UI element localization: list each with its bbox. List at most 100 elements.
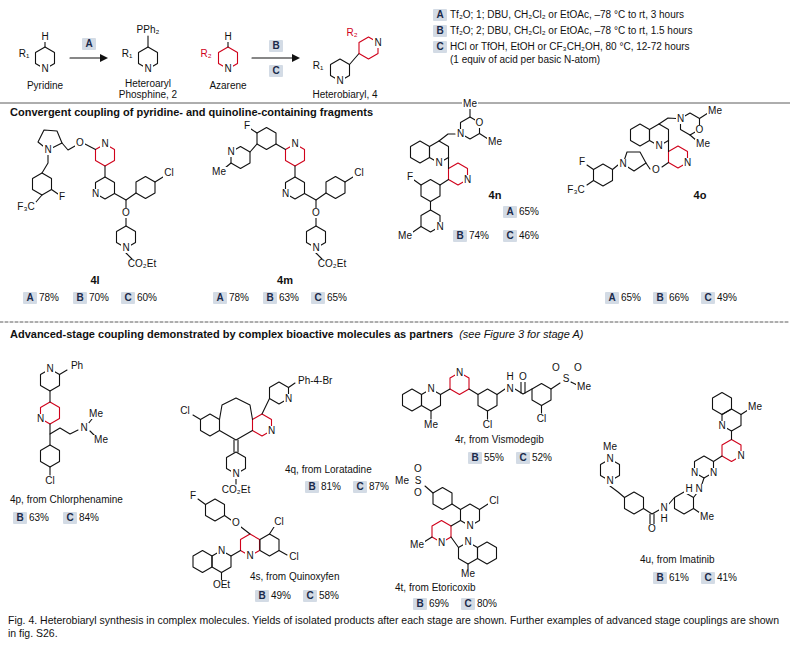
compound-label: 4q, from Loratadine <box>285 464 372 476</box>
yield-value: 46% <box>519 230 539 242</box>
atom-label: N <box>605 454 614 464</box>
atom-label: PPh₂ <box>136 25 161 35</box>
atom-label: S <box>562 374 571 384</box>
yield-value: 60% <box>137 292 157 304</box>
atom-label: F₃C <box>16 202 35 212</box>
compound-label: 4r, from Vismodegib <box>455 434 544 446</box>
atom-label: Cl <box>536 414 547 424</box>
atom-label: N <box>373 38 382 48</box>
compound-label: 4s, from Quinoxyfen <box>250 571 339 583</box>
atom-label: N <box>43 145 52 155</box>
badge-letter: B <box>416 598 423 609</box>
badge-letter: C <box>356 481 363 492</box>
section-heading: Advanced-stage coupling demonstrated by … <box>10 328 453 341</box>
atom-label: Me <box>602 442 618 452</box>
atom-label: F <box>406 172 414 182</box>
condition-badge: C <box>311 292 324 304</box>
atom-label: Cl <box>44 476 55 486</box>
badge-letter: B <box>258 590 265 601</box>
atom-label: N <box>335 76 344 86</box>
atom-label: H <box>684 484 693 494</box>
atom-label: Me <box>423 420 439 430</box>
compound-label: 4m <box>277 274 293 287</box>
atom-label: O <box>75 138 85 148</box>
condition-badge: B <box>305 481 318 493</box>
atom-label: N <box>281 189 290 199</box>
atom-label: H <box>223 32 232 42</box>
yield-value: 80% <box>477 598 497 610</box>
atom-label: R₁ <box>18 49 31 59</box>
atom-label: O <box>551 363 561 373</box>
condition-text: Tf₂O; 2; DBU, CH₂Cl₂ or EtOAc, –78 °C to… <box>450 25 692 37</box>
atom-label: Me <box>699 512 715 522</box>
compound-label: 4n <box>489 189 502 202</box>
badge-letter: B <box>308 481 315 492</box>
atom-label: O <box>573 363 583 373</box>
atom-label: Me <box>707 106 723 116</box>
yield-value: 81% <box>321 481 341 493</box>
badge-letter: B <box>456 230 463 241</box>
atom-label: CO₂Et <box>317 259 347 269</box>
structure-name: Phosphine, 2 <box>119 89 177 101</box>
badge-letter: C <box>464 598 471 609</box>
yield-value: 41% <box>717 572 737 584</box>
badge-letter: B <box>76 292 83 303</box>
atom-label: H <box>40 32 49 42</box>
condition-badge: C <box>121 292 134 304</box>
atom-label: CO₂Et <box>127 259 157 269</box>
atom-label: Cl <box>288 552 299 562</box>
atom-label: F <box>243 121 251 131</box>
condition-badge: C <box>701 292 714 304</box>
condition-badge: C <box>353 481 366 493</box>
atom-label: N <box>223 64 232 74</box>
atom-label: N <box>45 364 54 374</box>
condition-badge: C <box>303 590 316 602</box>
condition-text: (1 equiv of acid per basic N-atom) <box>450 54 600 66</box>
badge-letter: B <box>656 572 663 583</box>
badge-letter: A <box>85 38 92 49</box>
condition-badge: C <box>701 572 714 584</box>
atom-label: N <box>455 368 464 378</box>
atom-label: N <box>290 139 299 149</box>
atom-label: Me <box>409 540 425 550</box>
atom-label: N <box>654 141 663 151</box>
badge-letter: C <box>314 292 321 303</box>
atom-label: O <box>231 518 241 528</box>
figure-caption: Fig. 4. Heterobiaryl synthesis in comple… <box>8 614 782 640</box>
badge-letter: C <box>306 590 313 601</box>
structure-name: Azarene <box>209 80 246 92</box>
atom-label: H <box>505 372 514 382</box>
condition-badge: A <box>23 292 36 304</box>
atom-label: O <box>121 208 131 218</box>
atom-label: R₁ <box>121 49 134 59</box>
yield-value: 78% <box>39 292 59 304</box>
badge-letter: C <box>519 452 526 463</box>
atom-label: Me <box>397 231 413 241</box>
atom-label: OEt <box>212 580 231 590</box>
condition-badge: B <box>269 40 282 52</box>
atom-label: N <box>456 129 465 139</box>
atom-label: F <box>189 491 197 501</box>
condition-badge: B <box>13 512 26 524</box>
badge-letter: B <box>272 40 279 51</box>
atom-label: N <box>40 64 49 74</box>
compound-label: 4u, from Imatinib <box>640 554 714 566</box>
condition-badge: B <box>255 590 268 602</box>
yield-value: 52% <box>532 452 552 464</box>
atom-label: Cl <box>163 168 174 178</box>
atom-label: N <box>100 139 109 149</box>
condition-text: Ph-4-Br <box>298 375 332 387</box>
atom-label: Me <box>93 435 109 445</box>
yield-value: 49% <box>271 590 291 602</box>
atom-label: Ph <box>70 361 84 371</box>
atom-label: N <box>143 64 152 74</box>
condition-badge: C <box>269 65 282 77</box>
atom-label: N <box>505 384 514 394</box>
atom-label: Me <box>211 167 227 177</box>
yield-value: 61% <box>669 572 689 584</box>
atom-label: Me <box>487 137 503 147</box>
condition-badge: C <box>503 230 516 242</box>
atom-label: Cl <box>273 517 284 527</box>
atom-label: Cl <box>353 168 364 178</box>
condition-badge: A <box>213 292 226 304</box>
